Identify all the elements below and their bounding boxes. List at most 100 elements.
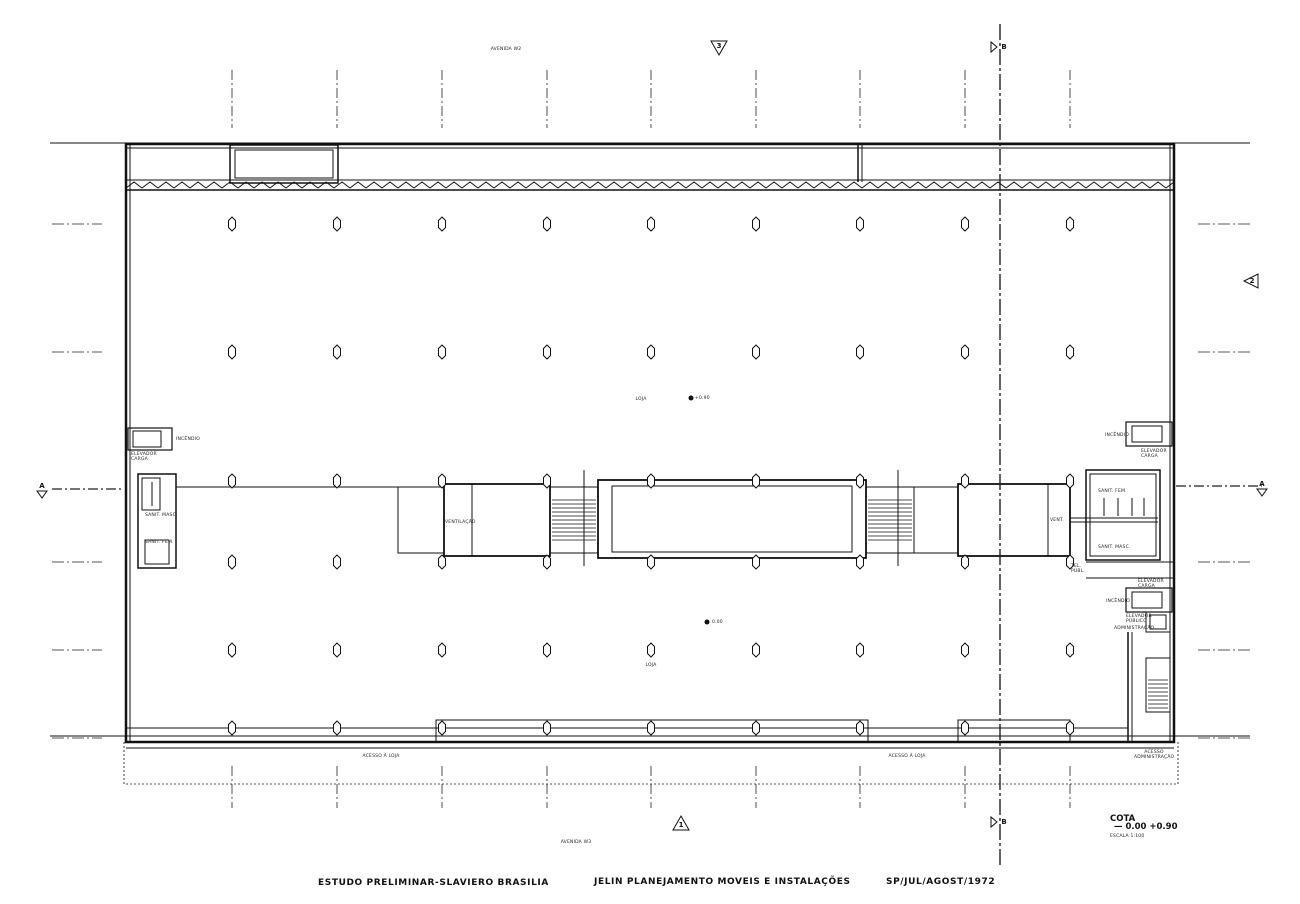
cota-block: COTA — 0.00 +0.90 ESCALA 1:100 xyxy=(1110,814,1177,839)
acesso-loja-right-label: ACESSO À LOJA xyxy=(888,754,926,759)
section-b-bottom-icon xyxy=(990,815,998,829)
ventilacao-label: VENTILAÇÃO xyxy=(445,520,476,525)
column xyxy=(752,554,760,570)
street-top-label: AVENIDA W2 xyxy=(490,47,522,52)
grid-lines xyxy=(52,24,1262,868)
column xyxy=(647,216,655,232)
column xyxy=(438,720,446,736)
column xyxy=(752,216,760,232)
tel-publ-label: TEL. PÚBL. xyxy=(1071,564,1086,574)
column xyxy=(438,473,446,489)
column xyxy=(1066,344,1074,360)
column xyxy=(856,344,864,360)
administracao-label: ADMINISTRAÇÃO xyxy=(1114,626,1155,631)
section-a-left-label: A xyxy=(39,482,45,490)
column xyxy=(1066,642,1074,658)
footer-project-title: ESTUDO PRELIMINAR-SLAVIERO BRASILIA xyxy=(318,878,549,888)
column xyxy=(1066,554,1074,570)
sanit-masc-left-label: SANIT. MASC. xyxy=(145,513,178,518)
column xyxy=(856,720,864,736)
columns xyxy=(228,216,1074,736)
section-a-left-icon xyxy=(36,490,48,499)
column xyxy=(543,344,551,360)
column xyxy=(961,720,969,736)
column xyxy=(647,720,655,736)
column xyxy=(438,642,446,658)
column xyxy=(543,473,551,489)
level-dot xyxy=(704,619,710,625)
column xyxy=(1066,473,1074,489)
column xyxy=(856,642,864,658)
column xyxy=(543,216,551,232)
vent-label: VENT. xyxy=(1050,518,1064,523)
section-b-bottom-label: B xyxy=(1001,818,1007,826)
marker-3-icon xyxy=(710,40,728,57)
level-lower-label: 0.00 xyxy=(712,620,723,625)
incendio-right-low-label: INCÊNDIO xyxy=(1106,599,1130,604)
column xyxy=(228,720,236,736)
column xyxy=(856,473,864,489)
elevador-carga-right-top-label: ELEVADOR CARGA xyxy=(1141,449,1167,459)
column xyxy=(438,344,446,360)
column xyxy=(961,554,969,570)
column xyxy=(333,554,341,570)
column xyxy=(752,344,760,360)
column xyxy=(543,642,551,658)
acesso-loja-left-label: ACESSO À LOJA xyxy=(362,754,400,759)
walls xyxy=(50,142,1250,785)
elevador-carga-left-label: ELEVADOR CARGA xyxy=(131,452,157,462)
marker-2-icon xyxy=(1242,273,1259,289)
marker-1-icon xyxy=(672,814,690,831)
level-dot xyxy=(688,395,694,401)
column xyxy=(647,554,655,570)
sanit-fem-left-label: SANIT. FEM. xyxy=(145,540,174,545)
cota-values: — 0.00 +0.90 xyxy=(1114,822,1178,832)
stairs xyxy=(552,470,1168,709)
column xyxy=(856,554,864,570)
column xyxy=(647,344,655,360)
column xyxy=(228,216,236,232)
column xyxy=(752,642,760,658)
loja-lower-label: LOJA xyxy=(645,663,657,668)
column xyxy=(333,473,341,489)
column xyxy=(333,216,341,232)
column xyxy=(333,720,341,736)
incendio-right-top-label: INCÊNDIO xyxy=(1105,433,1129,438)
column xyxy=(543,720,551,736)
incendio-left-label: INCÊNDIO xyxy=(176,437,200,442)
section-a-right-label: A xyxy=(1259,480,1265,488)
column xyxy=(961,473,969,489)
column xyxy=(856,216,864,232)
column xyxy=(228,473,236,489)
marker-1-label: 1 xyxy=(678,821,684,829)
column xyxy=(961,344,969,360)
sanit-masc-right-label: SANIT. MASC. xyxy=(1098,545,1131,550)
column xyxy=(438,216,446,232)
column xyxy=(1066,720,1074,736)
column xyxy=(438,554,446,570)
section-b-top-label: B xyxy=(1001,43,1007,51)
elevador-carga-right-low-label: ELEVADOR CARGA xyxy=(1138,579,1164,589)
footer-company: JELIN PLANEJAMENTO MOVEIS E INSTALAÇÕES xyxy=(594,877,851,887)
zigzag-line xyxy=(125,181,1175,189)
section-b-top-icon xyxy=(990,40,998,54)
marker-3-label: 3 xyxy=(716,42,722,50)
column xyxy=(228,344,236,360)
cota-scale: ESCALA 1:100 xyxy=(1110,834,1145,839)
column xyxy=(961,216,969,232)
column xyxy=(228,554,236,570)
elevador-publico-label: ELEVADOR PÚBLICO xyxy=(1126,614,1152,624)
column xyxy=(752,473,760,489)
section-a-right-icon xyxy=(1256,488,1268,497)
column xyxy=(333,344,341,360)
column xyxy=(647,642,655,658)
column xyxy=(1066,216,1074,232)
column xyxy=(228,642,236,658)
column xyxy=(752,720,760,736)
loja-upper-label: LOJA xyxy=(635,397,647,402)
level-upper-label: +0.90 xyxy=(695,396,710,401)
column xyxy=(333,642,341,658)
sanit-fem-right-label: SANIT. FEM. xyxy=(1098,489,1127,494)
